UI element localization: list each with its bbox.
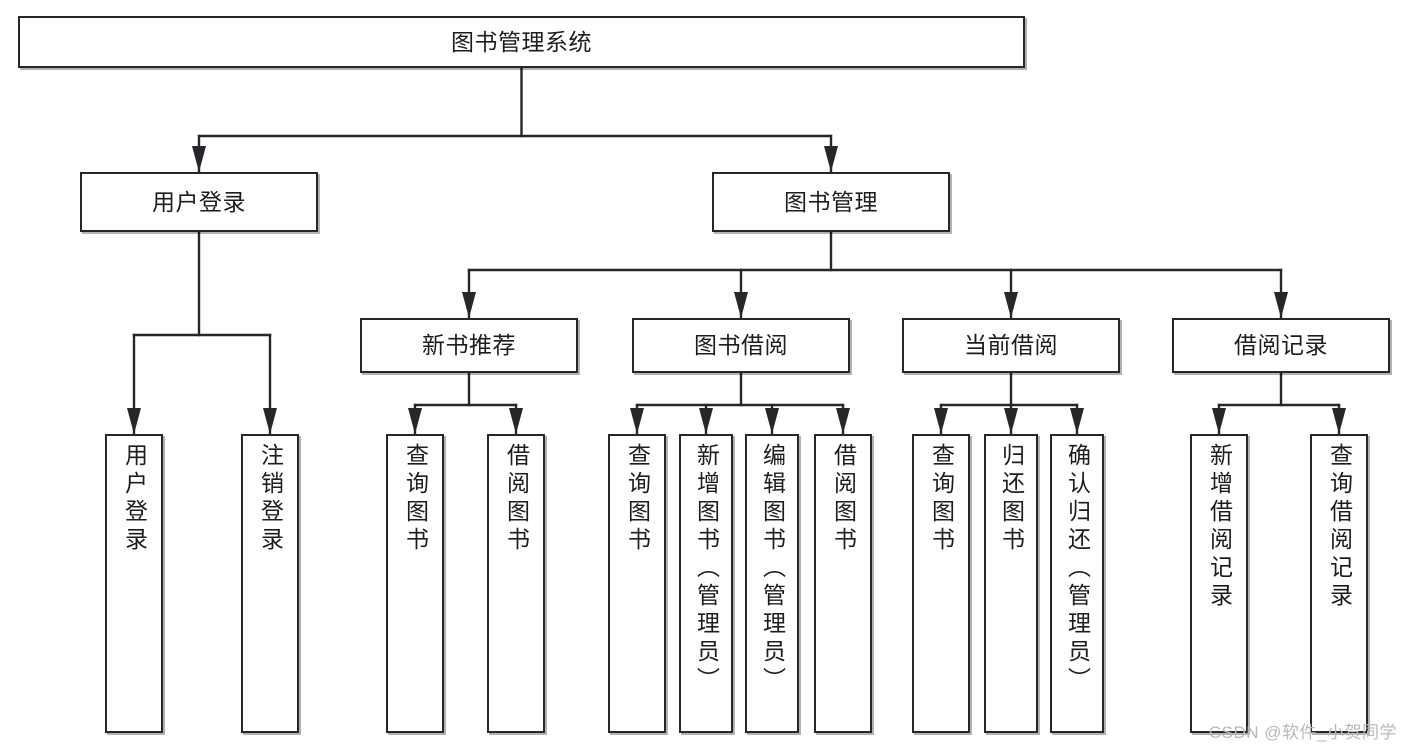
- node-label: 查询图书: [928, 443, 955, 555]
- node-records[interactable]: 借阅记录: [1172, 318, 1390, 373]
- node-leaf-bor-3[interactable]: 编辑图书（管理员）: [745, 434, 799, 733]
- node-leaf-rec-2[interactable]: 查询借阅记录: [1310, 434, 1368, 733]
- node-label: 新增借阅记录: [1206, 443, 1233, 611]
- node-login[interactable]: 用户登录: [80, 172, 318, 232]
- node-label: 注销登录: [257, 443, 284, 555]
- node-label: 图书借阅: [694, 332, 788, 359]
- node-label: 新书推荐: [422, 332, 516, 359]
- node-current[interactable]: 当前借阅: [902, 318, 1120, 373]
- node-bookmgmt[interactable]: 图书管理: [712, 172, 950, 232]
- node-borrow[interactable]: 图书借阅: [632, 318, 850, 373]
- node-label: 查询图书: [624, 443, 651, 555]
- node-label: 归还图书: [998, 443, 1025, 555]
- node-leaf-cur-2[interactable]: 归还图书: [984, 434, 1038, 733]
- node-label: 当前借阅: [964, 332, 1058, 359]
- node-leaf-rec-1[interactable]: 新增借阅记录: [1190, 434, 1248, 733]
- node-leaf-bor-4[interactable]: 借阅图书: [814, 434, 872, 733]
- node-leaf-cur-3[interactable]: 确认归还（管理员）: [1050, 434, 1104, 733]
- node-label: 借阅图书: [503, 443, 530, 555]
- node-label: 编辑图书（管理员）: [759, 443, 786, 695]
- node-leaf-bor-1[interactable]: 查询图书: [608, 434, 666, 733]
- node-root[interactable]: 图书管理系统: [18, 16, 1025, 68]
- node-leaf-new-2[interactable]: 借阅图书: [487, 434, 545, 733]
- node-leaf-login-1[interactable]: 用户登录: [105, 434, 163, 733]
- node-leaf-cur-1[interactable]: 查询图书: [912, 434, 970, 733]
- node-label: 用户登录: [121, 443, 148, 555]
- node-label: 新增图书（管理员）: [693, 443, 720, 695]
- node-label: 图书管理: [784, 188, 878, 215]
- node-leaf-login-2[interactable]: 注销登录: [241, 434, 299, 733]
- node-label: 借阅图书: [830, 443, 857, 555]
- node-label: 确认归还（管理员）: [1064, 443, 1091, 695]
- node-label: 用户登录: [152, 188, 246, 215]
- node-label: 图书管理系统: [451, 28, 592, 55]
- node-newbook[interactable]: 新书推荐: [360, 318, 578, 373]
- node-leaf-bor-2[interactable]: 新增图书（管理员）: [679, 434, 733, 733]
- node-label: 借阅记录: [1234, 332, 1328, 359]
- node-label: 查询借阅记录: [1326, 443, 1353, 611]
- node-label: 查询图书: [402, 443, 429, 555]
- watermark: CSDN @软件_小贺同学: [1208, 723, 1397, 742]
- node-leaf-new-1[interactable]: 查询图书: [386, 434, 444, 733]
